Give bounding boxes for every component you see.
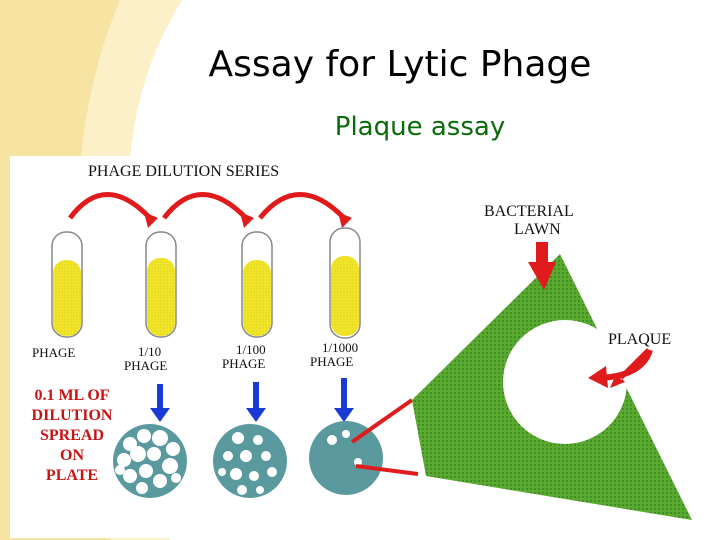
lawn-label-line-2: LAWN <box>514 221 561 238</box>
tube-label-1-1000-ratio: 1/1000 <box>322 340 358 355</box>
tube-label-1-10-ratio: 1/10 <box>138 344 161 359</box>
transfer-arrowheads <box>144 212 352 228</box>
tube-label-1-10-phage: PHAGE <box>124 358 167 373</box>
plate-1-100 <box>213 424 287 498</box>
spread-label-line-4: ON <box>60 447 84 464</box>
plaque <box>503 320 627 444</box>
lawn-label-line-1: BACTERIAL <box>484 203 574 220</box>
blue-arrow-1 <box>157 384 163 410</box>
plaque-label: PLAQUE <box>608 331 671 348</box>
spread-label-line-2: DILUTION <box>32 407 113 424</box>
spread-label-line-1: 0.1 ML OF <box>34 387 109 404</box>
test-tube-phage <box>51 231 83 338</box>
slide-subtitle: Plaque assay <box>334 112 506 142</box>
slide-title: Assay for Lytic Phage <box>208 44 592 85</box>
tube-label-1-100-ratio: 1/100 <box>236 342 266 357</box>
transfer-arrow-1 <box>67 192 152 220</box>
blue-arrows <box>150 378 354 422</box>
lawn-arrow <box>528 242 556 290</box>
plate-1-10 <box>113 424 187 498</box>
test-tube-1-1000 <box>329 227 361 339</box>
blue-arrow-2 <box>253 382 259 410</box>
plaque-assay-diagram: PHAGE DILUTION SERIES PHAGE 1/10 PHAGE 1… <box>10 156 712 538</box>
test-tube-1-100 <box>241 231 273 338</box>
bacterial-lawn <box>412 254 692 520</box>
zoom-lines <box>350 398 419 476</box>
plate-1-1000 <box>309 421 383 495</box>
plaque-arrow <box>588 348 653 388</box>
spread-label-line-5: PLATE <box>46 467 98 484</box>
tube-label-1-1000-phage: PHAGE <box>310 354 353 369</box>
transfer-arrow-2 <box>162 192 248 220</box>
transfer-arrow-3 <box>258 192 346 220</box>
transfer-arrows <box>67 192 346 220</box>
spread-label-line-3: SPREAD <box>40 427 104 444</box>
series-title: PHAGE DILUTION SERIES <box>88 163 279 180</box>
tube-label-1-100-phage: PHAGE <box>222 356 265 371</box>
spread-label: 0.1 ML OF DILUTION SPREAD ON PLATE <box>32 387 113 484</box>
blue-arrow-3 <box>341 378 347 410</box>
tube-label-phage: PHAGE <box>32 345 75 360</box>
test-tube-1-10 <box>145 231 177 338</box>
